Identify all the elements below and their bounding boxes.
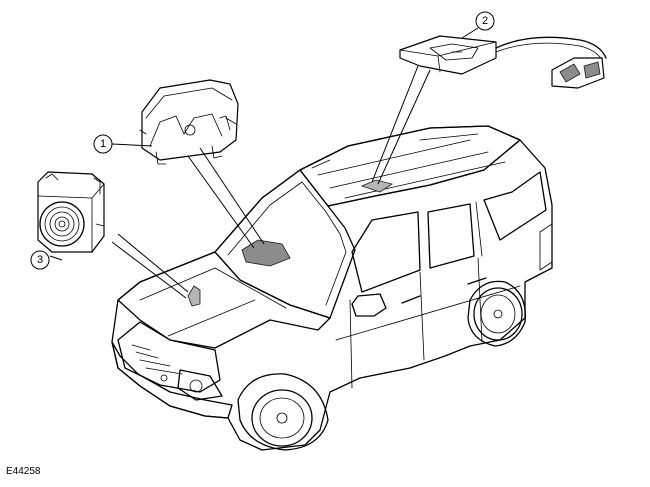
leader-lines xyxy=(49,27,479,299)
sounder-location xyxy=(187,285,201,307)
callout-1: 1 xyxy=(93,134,113,154)
callout-2: 2 xyxy=(475,11,495,31)
callout-3-label: 3 xyxy=(37,254,43,266)
figure-reference-code: E44258 xyxy=(6,466,41,477)
roof-module-detail xyxy=(399,35,607,89)
instrument-cluster-location xyxy=(241,239,291,267)
callout-3: 3 xyxy=(30,250,50,270)
callout-2-label: 2 xyxy=(482,15,488,27)
roof-module-location xyxy=(360,179,393,193)
callout-1-label: 1 xyxy=(100,138,106,150)
vehicle-illustration xyxy=(111,125,553,451)
sounder-detail xyxy=(37,171,105,253)
instrument-cluster-detail xyxy=(139,79,239,165)
